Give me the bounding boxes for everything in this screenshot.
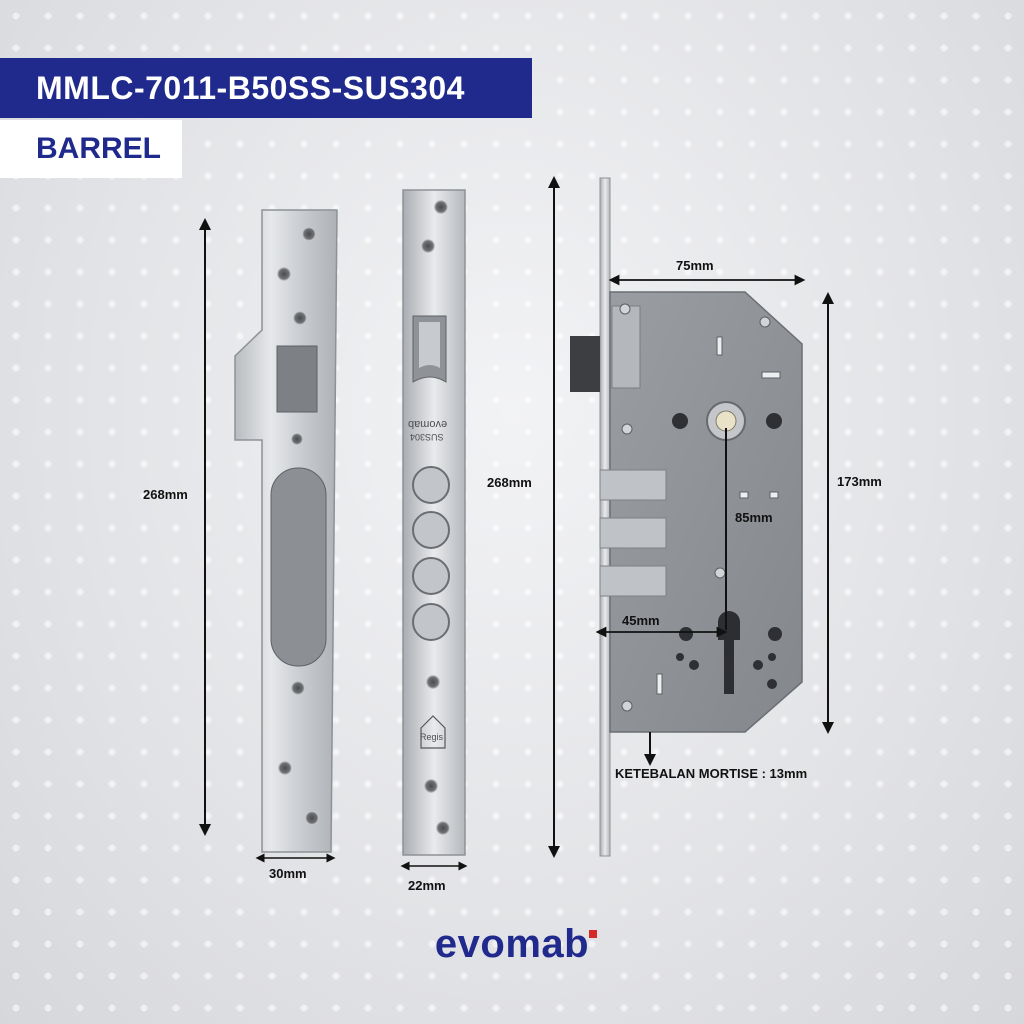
mortise-body: [570, 177, 803, 857]
faceplate-height-label: 268mm: [487, 475, 532, 490]
strike-plate: [234, 209, 338, 853]
strike-width-label: 30mm: [269, 866, 307, 881]
body-width-label: 75mm: [676, 258, 714, 273]
center-distance-label: 85mm: [735, 510, 773, 525]
brand-accent-mark: [589, 930, 597, 938]
faceplate-engraving-material: SUS304: [410, 432, 444, 442]
footer-brand-text: evomab: [434, 922, 590, 966]
backset-label: 45mm: [622, 613, 660, 628]
faceplate-engraving-brand: evomab: [408, 418, 448, 430]
body-height-label: 173mm: [837, 474, 882, 489]
faceplate-width-label: 22mm: [408, 878, 446, 893]
thickness-label: KETEBALAN MORTISE : 13mm: [615, 766, 808, 781]
type-label: BARREL: [0, 120, 182, 178]
faceplate-logo-text: Regis: [420, 732, 444, 742]
model-title: MMLC-7011-B50SS-SUS304: [0, 58, 532, 118]
strike-height-label: 268mm: [143, 487, 188, 502]
dimension-lines: [199, 176, 834, 871]
footer-brand: evomab: [0, 922, 1024, 967]
faceplate: [402, 189, 466, 856]
